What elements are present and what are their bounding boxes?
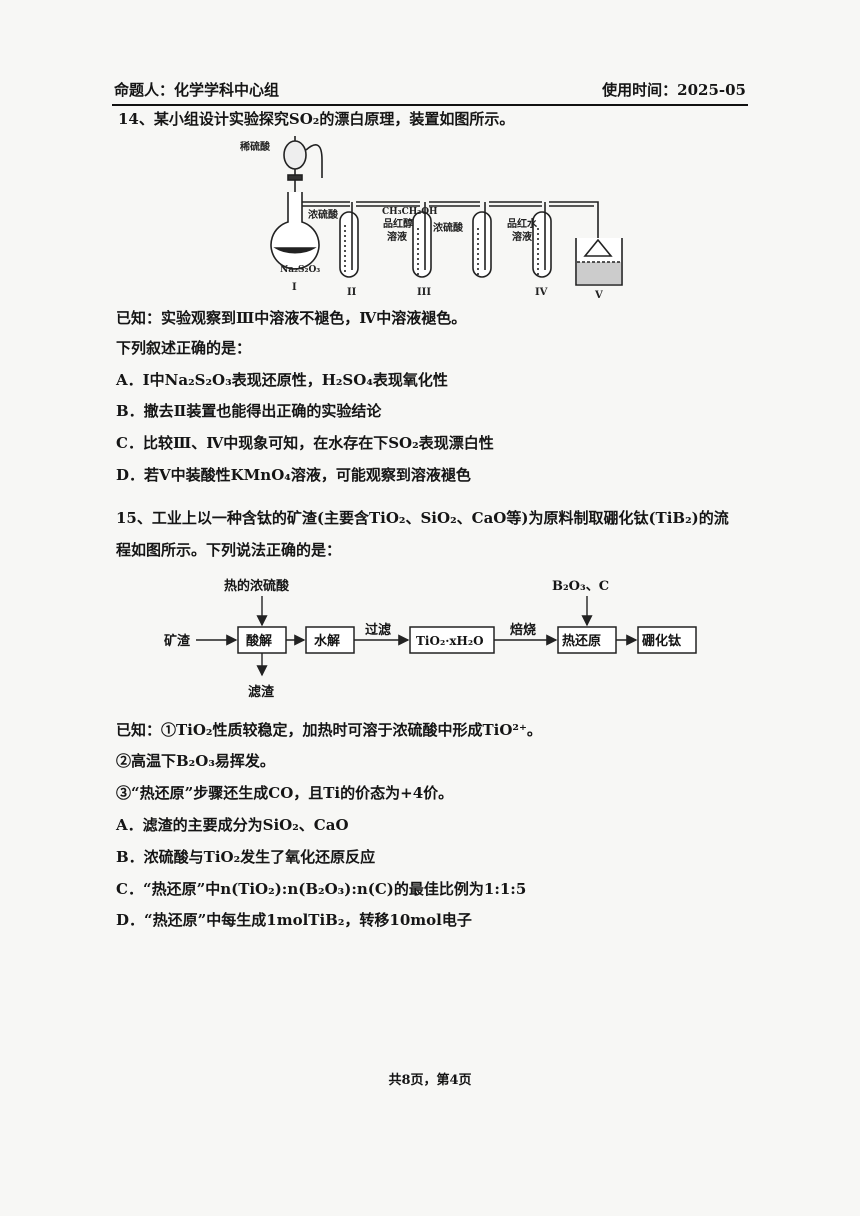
q15-stem-line1: 15、工业上以一种含钛的矿渣(主要含TiO₂、SiO₂、CaO等)为原料制取硼化…: [116, 509, 729, 527]
label-tube-II: 浓硫酸: [308, 208, 339, 221]
q14-prompt: 下列叙述正确的是：: [116, 339, 252, 357]
page-footer: 共8页，第4页: [388, 1073, 472, 1088]
label-tube-III-3: 溶液: [387, 230, 407, 243]
label-tube-IV-2: 溶液: [512, 230, 532, 243]
flow-reductant-label: B₂O₃、C: [552, 579, 609, 594]
label-tube-IV-dry: 浓硫酸: [433, 221, 464, 234]
q14-option-d: D．若Ⅴ中装酸性KMnO₄溶液，可能观察到溶液褪色: [116, 466, 471, 484]
roman-II: II: [347, 287, 357, 298]
q14-option-a: A．Ⅰ中Na₂S₂O₃表现还原性，H₂SO₄表现氧化性: [116, 371, 448, 389]
flow-residue-label: 滤渣: [248, 684, 275, 700]
label-tube-IV-1: 品红水: [507, 217, 538, 230]
funnel-bulb: [283, 140, 307, 170]
label-dilute-acid: 稀硫酸: [240, 140, 271, 153]
roman-V: V: [594, 290, 603, 301]
test-tube-III: [412, 211, 432, 278]
q15-stem-line2: 程如图所示。下列说法正确的是：: [116, 541, 342, 559]
flow-box1-label: 酸解: [246, 633, 272, 649]
flow-box5-label: 硼化钛: [642, 633, 682, 649]
flow-box2-label: 水解: [314, 633, 340, 649]
q15-process-flowchart: 矿渣 热的浓硫酸 酸解 滤渣 水解 过滤 TiO₂·xH₂O 焙烧 B₂O₃、C…: [164, 578, 697, 700]
flow-box3-label: TiO₂·xH₂O: [416, 634, 484, 648]
q14-apparatus-diagram: 稀硫酸 Na₂S₂O₃ 浓硫酸 CH₃CH₂OH 品红醇 溶液 浓硫酸 品红水 …: [240, 136, 623, 301]
test-tube-IV-dry: [472, 211, 492, 278]
label-reagent-I: Na₂S₂O₃: [280, 265, 320, 275]
page-header: 命题人：化学学科中心组 使用时间：2025-05: [112, 79, 748, 103]
roman-I: I: [292, 282, 297, 293]
q14-stem: 14、某小组设计实验探究SO₂的漂白原理，装置如图所示。: [118, 110, 515, 128]
header-divider: [112, 104, 748, 106]
flow-acid-input-label: 热的浓硫酸: [224, 578, 290, 594]
q15-option-b: B．浓硫酸与TiO₂发生了氧化还原反应: [116, 848, 376, 866]
author-label: 命题人：化学学科中心组: [114, 81, 280, 99]
label-tube-III-1: CH₃CH₂OH: [382, 207, 438, 217]
q15-option-c: C．“热还原”中n(TiO₂):n(B₂O₃):n(C)的最佳比例为1:1:5: [116, 880, 527, 898]
flow-feed-label: 矿渣: [164, 633, 191, 649]
q15-known-1: 已知：①TiO₂性质较稳定，加热时可溶于浓硫酸中形成TiO²⁺。: [116, 721, 542, 739]
flow-box4-label: 热还原: [562, 633, 601, 649]
label-tube-III-2: 品红醇: [383, 217, 413, 230]
date-label: 使用时间：2025-05: [602, 81, 746, 99]
q15-option-a: A．滤渣的主要成分为SiO₂、CaO: [116, 816, 349, 834]
flow-box-titanium-boride: [637, 626, 697, 654]
q15-option-d: D．“热还原”中每生成1molTiB₂，转移10mol电子: [116, 911, 472, 929]
flow-filter-label: 过滤: [365, 622, 391, 638]
test-tube-II: [339, 211, 359, 278]
flow-calcine-label: 焙烧: [509, 622, 536, 638]
q14-option-c: C．比较Ⅲ、Ⅳ中现象可知，在水存在下SO₂表现漂白性: [116, 434, 494, 452]
q14-option-b: B．撤去Ⅱ装置也能得出正确的实验结论: [116, 402, 382, 420]
q15-known-2: ②高温下B₂O₃易挥发。: [116, 752, 275, 770]
roman-IV: IV: [535, 287, 548, 298]
flask-I: [270, 192, 320, 270]
q15-known-3: ③“热还原”步骤还生成CO，且Ti的价态为+4价。: [116, 784, 454, 802]
roman-III: III: [417, 287, 431, 298]
q14-known: 已知：实验观察到Ⅲ中溶液不褪色，Ⅳ中溶液褪色。: [116, 309, 467, 327]
